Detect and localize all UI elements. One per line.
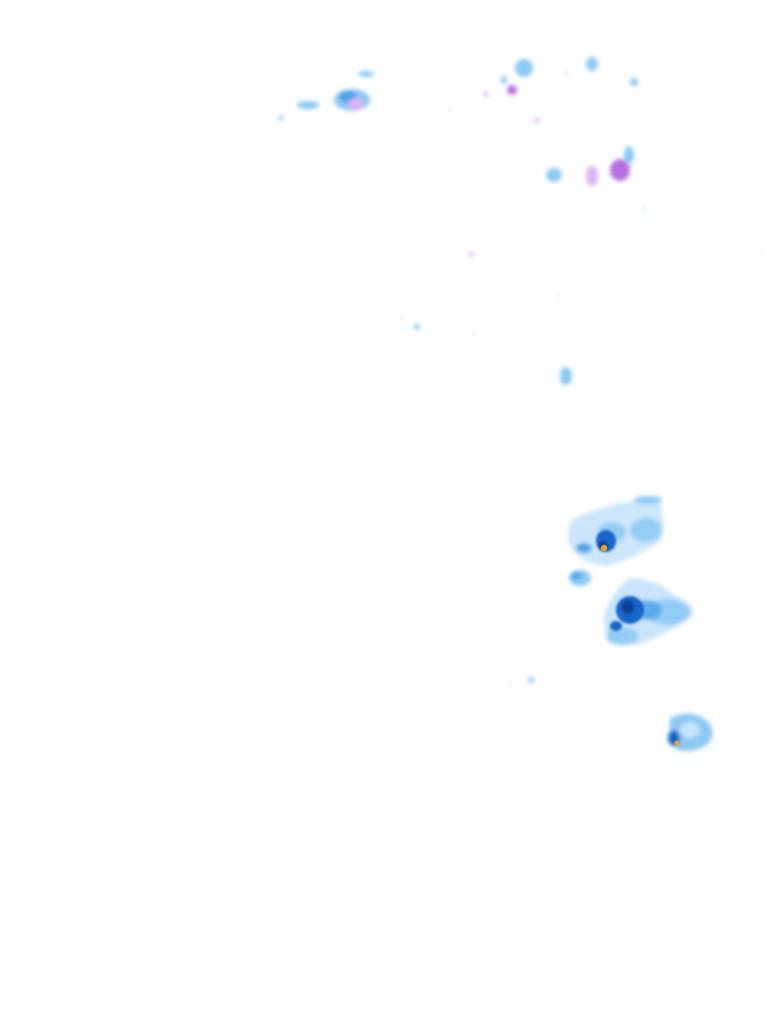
storm-cell-south	[668, 713, 713, 752]
storm-cell-main	[604, 578, 693, 645]
storm-core-marker-south	[674, 740, 680, 746]
storm-cell-small-west	[569, 570, 591, 586]
radar-specks	[401, 109, 763, 686]
storm-cell-upper	[567, 496, 664, 566]
echo-isolated-mid	[414, 324, 572, 683]
echo-cluster-north-east	[468, 146, 646, 256]
storm-core-marker	[600, 544, 608, 552]
echo-cluster-north-centre	[483, 57, 638, 123]
echo-cluster-north-west	[278, 71, 374, 120]
